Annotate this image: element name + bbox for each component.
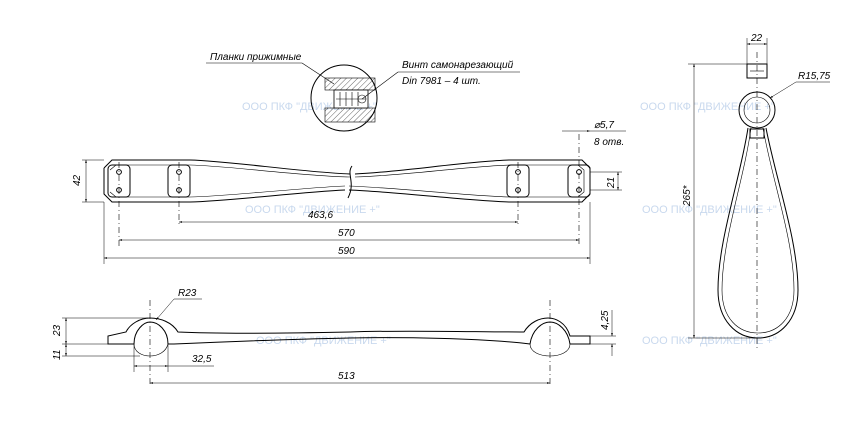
watermark-5: ООО ПКФ "ДВИЖЕНИЕ +" (256, 335, 391, 347)
dim-hole-gap: 21 (606, 177, 617, 189)
watermark-3: ООО ПКФ "ДВИЖЕНИЕ +" (245, 204, 380, 216)
dim-hole-span-inner: 463,6 (308, 210, 333, 221)
loop-dimensions: 22 R15,75 265* (682, 33, 831, 339)
dim-profile-height: 23 (52, 324, 63, 337)
dim-loop-radius: R15,75 (798, 71, 831, 82)
dim-bend-span: 513 (338, 371, 355, 382)
plan-view (103, 134, 591, 246)
screw-label-1: Винт самонарезающий (402, 60, 514, 71)
hole-diameter-label: ⌀5,7 (594, 120, 614, 131)
loop-view (717, 52, 799, 348)
watermark-4: ООО ПКФ "ДВИЖЕНИЕ +" (642, 204, 777, 216)
plan-dimensions: 42 21 ⌀5,7 8 отв. 463,6 570 590 (72, 120, 626, 264)
side-view (107, 300, 591, 386)
dim-loop-length: 265* (682, 184, 693, 207)
dim-offset: 32,5 (192, 354, 212, 365)
plates-label: Планки прижимные (210, 52, 302, 63)
side-dimensions: R23 23 11 4,25 32,5 513 (52, 288, 616, 384)
screw-label-2: Din 7981 – 4 шт. (402, 76, 481, 87)
dim-thickness: 4,25 (600, 310, 611, 330)
dim-loop-width: 22 (750, 33, 763, 44)
dim-base-height: 11 (52, 350, 63, 360)
watermark-2: ООО ПКФ "ДВИЖЕНИЕ +" (640, 101, 775, 113)
detail-view: Планки прижимные Винт самонарезающий Din… (206, 52, 520, 132)
hole-count-label: 8 отв. (594, 137, 624, 148)
dim-hole-span-outer: 570 (338, 228, 355, 239)
dim-total-length: 590 (338, 246, 355, 257)
watermark-6: ООО ПКФ "ДВИЖЕНИЕ +" (642, 335, 777, 347)
dim-height: 42 (72, 174, 83, 186)
dim-radius-bend: R23 (178, 288, 197, 299)
